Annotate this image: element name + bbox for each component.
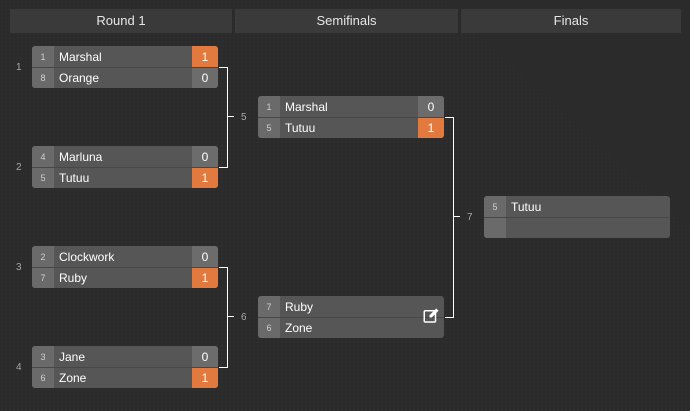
seed: 4 — [32, 146, 54, 167]
match-participant[interactable]: 1 Marshal 0 — [258, 96, 444, 117]
seed: 8 — [32, 68, 54, 88]
participant-name: Tutuu — [285, 121, 316, 135]
participant-name: Zone — [285, 321, 313, 335]
match-4[interactable]: 3 Jane 0 6 Zone 1 — [32, 346, 218, 388]
match-7[interactable]: 5 Tutuu — [484, 196, 670, 238]
bracket-connector — [219, 267, 228, 368]
participant-name: Orange — [59, 71, 100, 85]
seed: 2 — [32, 246, 54, 267]
seed: 6 — [32, 368, 54, 388]
match-number: 1 — [16, 62, 22, 73]
seed: 7 — [258, 296, 280, 317]
score: 1 — [192, 368, 218, 388]
score: 0 — [418, 96, 444, 117]
seed: 1 — [258, 96, 280, 117]
score: 0 — [192, 68, 218, 88]
edit-icon[interactable] — [422, 307, 440, 325]
participant-name: Ruby — [285, 299, 314, 314]
match-participant[interactable]: 5 Tutuu — [484, 196, 670, 217]
match-participant[interactable]: 7 Ruby 1 — [32, 267, 218, 288]
participant-name: Jane — [59, 349, 86, 364]
match-number: 6 — [241, 312, 247, 323]
match-participant[interactable]: 1 Marshal 1 — [32, 46, 218, 67]
round-header-2: Semifinals — [235, 9, 458, 33]
participant-name — [506, 218, 670, 238]
seed — [484, 218, 506, 238]
match-number: 2 — [16, 162, 22, 173]
round-header-3: Finals — [461, 9, 681, 33]
match-participant[interactable]: 8 Orange 0 — [32, 67, 218, 88]
score: 0 — [192, 146, 218, 167]
participant-name: Clockwork — [59, 249, 115, 264]
match-participant[interactable] — [484, 217, 670, 238]
seed: 5 — [484, 196, 506, 217]
match-number: 3 — [16, 262, 22, 273]
score: 1 — [418, 118, 444, 138]
match-6[interactable]: 7 Ruby 6 Zone — [258, 296, 444, 338]
bracket-connector-stub — [454, 216, 460, 217]
match-3[interactable]: 2 Clockwork 0 7 Ruby 1 — [32, 246, 218, 288]
bracket-connector-stub — [228, 116, 234, 117]
seed: 1 — [32, 46, 54, 67]
participant-name: Tutuu — [511, 199, 542, 214]
match-participant[interactable]: 4 Marluna 0 — [32, 146, 218, 167]
bracket-connector — [445, 117, 454, 318]
participant-name: Marshal — [285, 99, 328, 114]
seed: 6 — [258, 318, 280, 338]
match-number: 4 — [16, 362, 22, 373]
score: 0 — [192, 246, 218, 267]
participant-name: Tutuu — [59, 171, 90, 185]
participant-name: Zone — [59, 371, 87, 385]
seed: 3 — [32, 346, 54, 367]
score: 1 — [192, 46, 218, 67]
participant-name: Marshal — [59, 49, 102, 64]
match-1[interactable]: 1 Marshal 1 8 Orange 0 — [32, 46, 218, 88]
match-participant[interactable]: 6 Zone 1 — [32, 367, 218, 388]
participant-name: Marluna — [59, 149, 103, 164]
round-header-1: Round 1 — [10, 9, 232, 33]
match-participant[interactable]: 5 Tutuu 1 — [258, 117, 444, 138]
bracket-connector-stub — [228, 316, 234, 317]
score: 0 — [192, 346, 218, 367]
seed: 7 — [32, 268, 54, 288]
participant-name: Ruby — [59, 271, 88, 285]
score: 1 — [192, 268, 218, 288]
match-participant[interactable]: 7 Ruby — [258, 296, 444, 317]
match-participant[interactable]: 5 Tutuu 1 — [32, 167, 218, 188]
match-5[interactable]: 1 Marshal 0 5 Tutuu 1 — [258, 96, 444, 138]
match-2[interactable]: 4 Marluna 0 5 Tutuu 1 — [32, 146, 218, 188]
bracket-connector — [219, 67, 228, 168]
seed: 5 — [32, 168, 54, 188]
seed: 5 — [258, 118, 280, 138]
match-participant[interactable]: 3 Jane 0 — [32, 346, 218, 367]
score: 1 — [192, 168, 218, 188]
match-participant[interactable]: 2 Clockwork 0 — [32, 246, 218, 267]
match-number: 7 — [467, 212, 473, 223]
match-number: 5 — [241, 112, 247, 123]
match-participant[interactable]: 6 Zone — [258, 317, 444, 338]
